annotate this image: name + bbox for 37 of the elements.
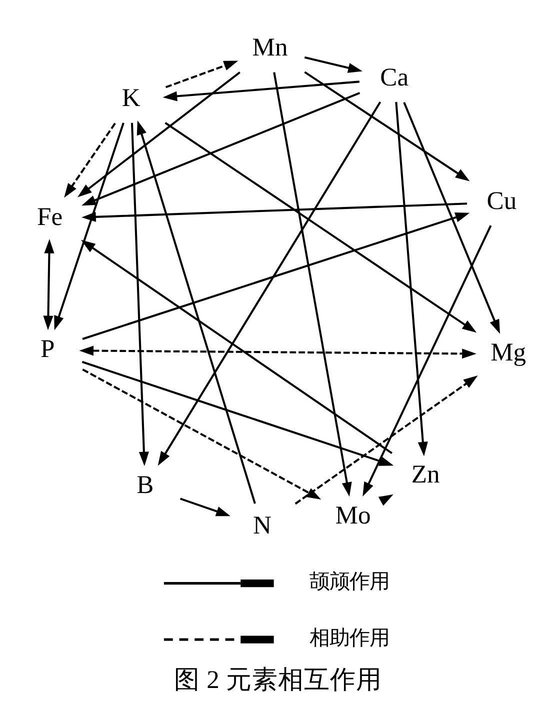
arrow <box>81 240 392 454</box>
node-text: K <box>122 83 140 112</box>
arrow <box>82 368 322 500</box>
arrow <box>54 122 124 330</box>
arrow <box>79 346 476 359</box>
legend-label: 颉颃作用 <box>310 571 390 594</box>
arrow <box>82 92 360 206</box>
arrow <box>273 72 352 497</box>
arrow <box>82 360 394 466</box>
arrow <box>403 102 500 334</box>
arrow <box>136 120 256 504</box>
arrow <box>164 122 477 333</box>
node-text: P <box>40 334 55 363</box>
arrow <box>158 101 382 466</box>
legend-label: 相助作用 <box>310 627 390 650</box>
node-text: Mg <box>490 337 526 366</box>
arrow <box>395 102 428 456</box>
arrow <box>43 239 54 330</box>
node-text: Ca <box>380 62 409 92</box>
arrow <box>304 56 362 73</box>
arrow <box>64 122 116 198</box>
node-text: Cu <box>486 186 517 215</box>
node-text: Zn <box>411 460 440 489</box>
arrow <box>130 122 149 466</box>
arrow <box>162 80 360 102</box>
node-text: B <box>136 470 154 499</box>
arrow <box>180 498 230 516</box>
arrow <box>304 71 470 182</box>
node-text: Mo <box>335 500 371 530</box>
node-text: N <box>252 510 272 540</box>
arrow <box>294 376 478 505</box>
arrow <box>78 72 240 198</box>
caption: 图 2 元素相互作用 <box>174 665 382 694</box>
arrow <box>362 225 492 497</box>
node-text: Mn <box>252 32 288 62</box>
node-text: Fe <box>37 202 63 231</box>
arrow <box>165 60 238 88</box>
